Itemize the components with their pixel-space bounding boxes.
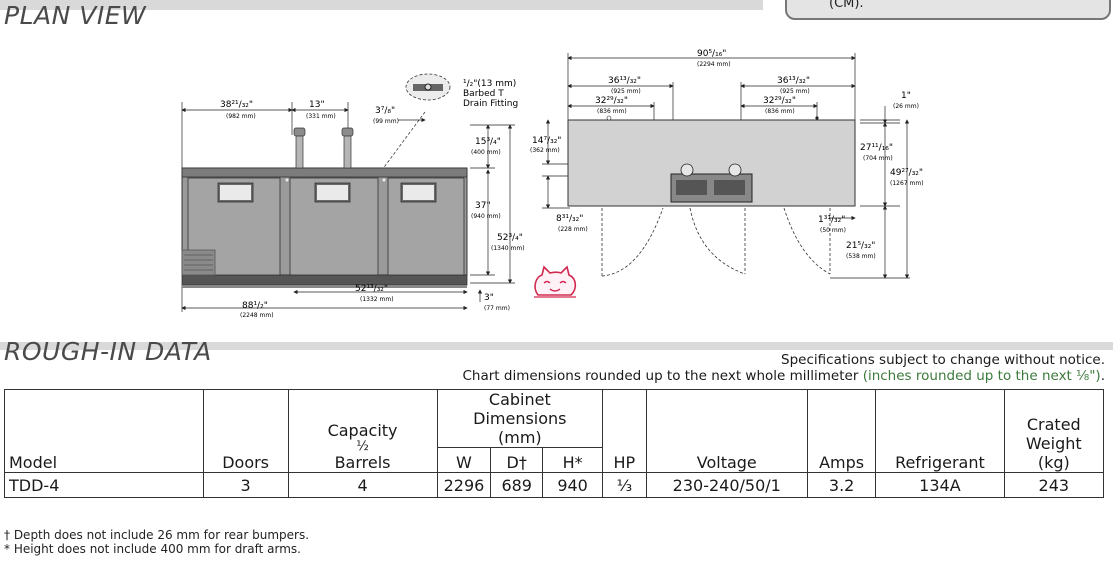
front-dim-3-in: 3⁷/₈"	[375, 106, 395, 116]
front-dim-3-mm: (99 mm)	[373, 118, 399, 125]
rough-in-header-bar	[0, 342, 1113, 350]
col-header-capacity-2: ½	[356, 439, 369, 454]
cell-refrigerant: 134A	[875, 472, 1005, 498]
plan-dim-11-mm: (50 mm)	[820, 227, 846, 234]
front-dim-1-in: 38²¹/₃₂"	[220, 100, 253, 110]
plan-dim-6-mm: (26 mm)	[893, 103, 919, 110]
rounding-note-green: (inches rounded up to the next ⅛")	[862, 368, 1101, 384]
col-header-capacity-1: Capacity	[327, 421, 398, 440]
plan-dim-7-mm: (362 mm)	[530, 147, 560, 154]
plan-dim-11-in: 1³¹/₃₂"	[818, 215, 845, 225]
cell-amps: 3.2	[806, 472, 877, 498]
plan-dim-1-mm: (2294 mm)	[697, 61, 731, 68]
col-header-cabinet-2: (mm)	[497, 428, 542, 447]
plan-dim-1-in: 90⁵/₁₆"	[697, 49, 726, 59]
drain-label-3: Drain Fitting	[463, 99, 518, 109]
drain-label-2: Barbed T	[463, 89, 504, 99]
col-header-model: Model	[4, 389, 204, 473]
front-dim-1-mm: (982 mm)	[226, 113, 256, 120]
front-dim-5-mm: (940 mm)	[471, 213, 501, 220]
plan-view-header-bar	[0, 0, 763, 10]
front-dim-4-in: 15³/₄"	[475, 137, 501, 147]
cell-capacity: 4	[287, 472, 438, 498]
cell-voltage: 230-240/50/1	[645, 472, 808, 498]
front-dim-4-mm: (400 mm)	[471, 149, 501, 156]
plan-dim-3-in: 32²⁹/₃₂"	[595, 96, 628, 106]
rounding-note-main: Chart dimensions rounded up to the next …	[462, 368, 859, 384]
plan-dim-10-in: 8³¹/₃₂"	[556, 214, 583, 224]
table-header-row: Model Doors Capacity ½ Barrels Cabinet D…	[4, 389, 1105, 473]
cell-hp: ⅓	[602, 472, 647, 498]
rounding-note: Chart dimensions rounded up to the next …	[463, 368, 1106, 384]
cell-w: 2296	[436, 472, 492, 498]
rounding-note-end: .	[1100, 368, 1105, 384]
front-dim-9-in: 3"	[484, 293, 494, 303]
plan-dim-9-mm: (1267 mm)	[890, 180, 924, 187]
cell-d: 689	[490, 472, 544, 498]
top-note-box: (CM).	[785, 0, 1111, 20]
front-dim-8-mm: (2248 mm)	[240, 312, 274, 319]
footnote-height: * Height does not include 400 mm for dra…	[4, 542, 301, 556]
col-header-weight-3: (kg)	[1037, 453, 1070, 472]
plan-dim-12-in: 21⁵/₃₂"	[846, 241, 875, 251]
col-header-h: H*	[542, 447, 604, 473]
plan-dim-10-mm: (228 mm)	[558, 226, 588, 233]
cell-doors: 3	[202, 472, 289, 498]
plan-dim-12-mm: (538 mm)	[846, 253, 876, 260]
cell-h: 940	[542, 472, 604, 498]
top-note-text: (CM).	[829, 0, 864, 11]
front-view-drawing: 38²¹/₃₂" (982 mm) 13" (331 mm) 3⁷/₈" (99…	[181, 73, 525, 319]
cat-logo-icon	[534, 265, 577, 298]
plan-dim-5-mm: (836 mm)	[765, 108, 795, 115]
front-dim-9-mm: (77 mm)	[484, 305, 510, 312]
front-dim-7-in: 52¹³/₃₂"	[355, 284, 388, 294]
plan-dim-4-in: 36¹³/₃₂"	[777, 76, 810, 86]
col-header-doors: Doors	[202, 389, 289, 473]
plan-view-drawing: 90⁵/₁₆" (2294 mm) 36¹³/₃₂" (925 mm) 32²⁹…	[530, 49, 924, 279]
plan-view-title: PLAN VIEW	[4, 1, 147, 30]
col-header-weight-1: Crated	[1026, 415, 1081, 434]
front-dim-2-in: 13"	[309, 100, 325, 110]
cell-weight: 243	[1003, 472, 1105, 498]
col-header-cabinet-1: Cabinet Dimensions	[473, 390, 567, 428]
table-subheader-row: W D† H*	[5, 447, 1104, 473]
plan-dim-7-in: 14⁷/₃₂"	[532, 136, 561, 146]
col-header-w: W	[436, 447, 492, 473]
col-header-voltage: Voltage	[645, 389, 808, 473]
col-header-capacity-3: Barrels	[334, 453, 391, 472]
plan-dim-9-in: 49²⁷/₃₂"	[890, 168, 923, 178]
rough-in-table: Model Doors Capacity ½ Barrels Cabinet D…	[4, 389, 1105, 498]
plan-dim-5-in: 32²⁹/₃₂"	[763, 96, 796, 106]
front-dim-6-in: 52³/₄"	[497, 233, 523, 243]
plan-dim-8-in: 27¹¹/₁₆"	[860, 143, 893, 153]
col-header-weight-2: Weight	[1025, 434, 1082, 453]
plan-dim-3-mm: (836 mm)	[597, 108, 627, 115]
col-header-cabinet: Cabinet Dimensions (mm)	[436, 389, 604, 448]
front-dim-6-mm: (1340 mm)	[491, 245, 525, 252]
cell-model: TDD-4	[4, 472, 204, 498]
plan-dim-8-mm: (704 mm)	[863, 155, 893, 162]
plan-dim-4-mm: (925 mm)	[780, 88, 810, 95]
front-dim-2-mm: (331 mm)	[306, 113, 336, 120]
rough-in-title: ROUGH-IN DATA	[4, 337, 212, 366]
col-header-weight: Crated Weight (kg)	[1003, 389, 1105, 473]
front-dim-8-in: 88¹/₂"	[242, 301, 268, 311]
col-header-amps: Amps	[806, 389, 877, 473]
plan-dim-2-mm: (925 mm)	[611, 88, 641, 95]
footnote-depth: † Depth does not include 26 mm for rear …	[4, 528, 310, 542]
spec-change-note: Specifications subject to change without…	[781, 352, 1105, 368]
drain-label-1: ¹/₂"(13 mm)	[463, 79, 516, 89]
plan-dim-2-in: 36¹³/₃₂"	[608, 76, 641, 86]
plan-dim-6-in: 1"	[901, 91, 911, 101]
col-header-capacity: Capacity ½ Barrels	[287, 389, 438, 473]
col-header-refrigerant: Refrigerant	[875, 389, 1005, 473]
front-dim-7-mm: (1332 mm)	[360, 296, 394, 303]
col-header-d: D†	[490, 447, 544, 473]
col-header-hp: HP	[602, 389, 647, 473]
table-row: TDD-4 3 4 2296 689 940 ⅓ 230-240/50/1 3.…	[4, 472, 1105, 498]
front-dim-5-in: 37"	[475, 201, 491, 211]
